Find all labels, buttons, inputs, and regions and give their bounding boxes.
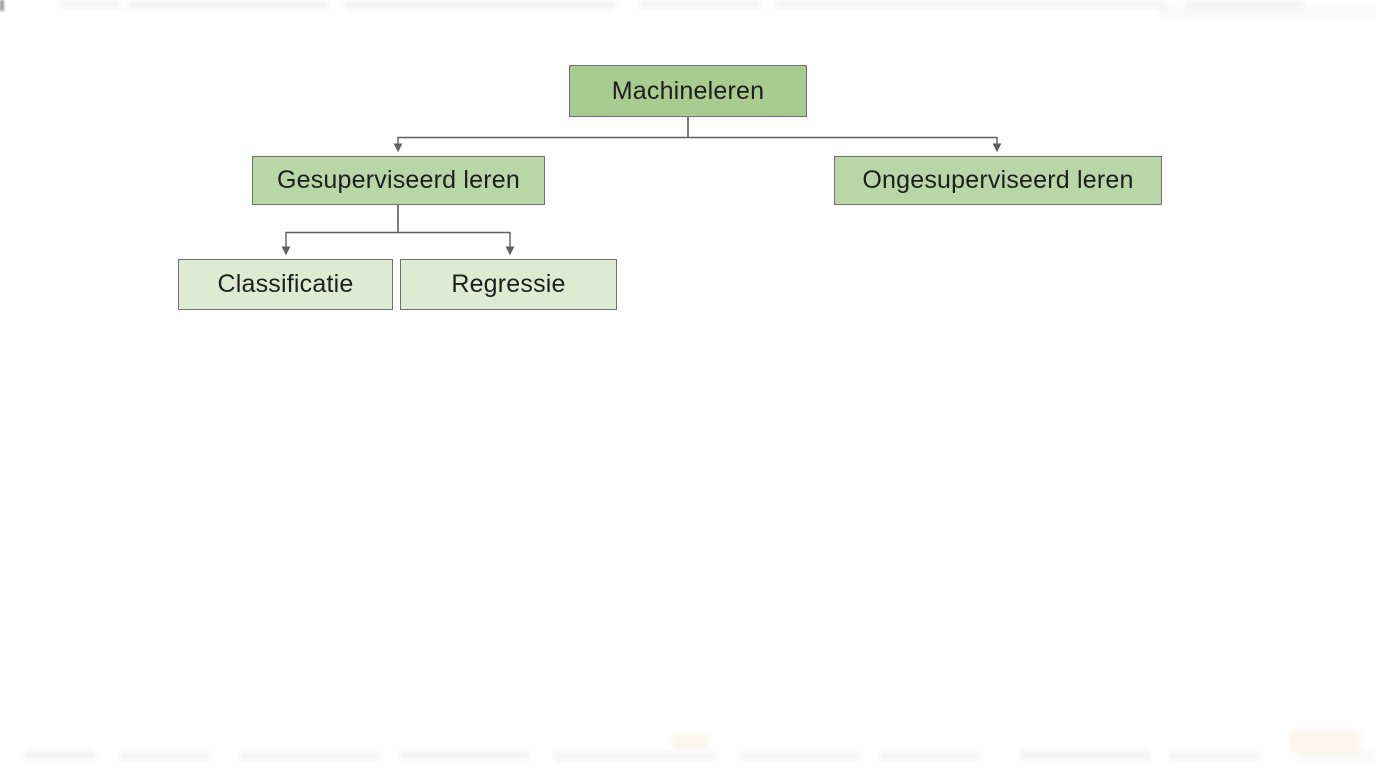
bottom-warm-patch: [672, 735, 708, 749]
diagram-node-regressie: Regressie: [400, 259, 617, 310]
top-smudge: [345, 0, 615, 10]
bottom-smudge: [240, 752, 380, 761]
top-smudge: [640, 0, 760, 9]
node-label: Classificatie: [217, 270, 354, 298]
diagram-node-classificatie: Classificatie: [178, 259, 393, 310]
edge-mark: [0, 0, 4, 11]
bottom-smudge: [555, 752, 715, 761]
top-smudge: [60, 0, 120, 9]
diagram-node-gesuperviseerd-leren: Gesuperviseerd leren: [252, 156, 545, 205]
bottom-smudge: [1300, 750, 1376, 762]
bottom-smudge: [740, 752, 860, 761]
node-label: Gesuperviseerd leren: [276, 166, 520, 194]
top-smudge: [775, 0, 1165, 9]
top-smudge: [1160, 8, 1376, 18]
node-label: Ongesuperviseerd leren: [862, 166, 1134, 194]
bottom-smudge: [880, 752, 980, 761]
connector-supervised-to-regression: [397, 205, 515, 256]
top-smudge: [1185, 0, 1305, 8]
bottom-smudge: [120, 752, 210, 761]
node-label: Machineleren: [611, 76, 765, 105]
bottom-smudge: [25, 750, 95, 760]
diagram-node-machineleren: Machineleren: [569, 65, 807, 117]
diagram-node-ongesuperviseerd-leren: Ongesuperviseerd leren: [834, 156, 1162, 205]
connector-supervised-to-classification: [281, 205, 399, 256]
bottom-smudge: [1170, 752, 1260, 761]
connector-root-to-unsupervised: [687, 117, 1002, 153]
bottom-smudge: [1020, 750, 1150, 760]
bottom-smudge: [400, 750, 530, 760]
top-smudge: [128, 0, 328, 10]
bottom-warm-patch: [1290, 730, 1360, 752]
node-label: Regressie: [451, 270, 566, 298]
connector-root-to-supervised: [393, 117, 689, 153]
